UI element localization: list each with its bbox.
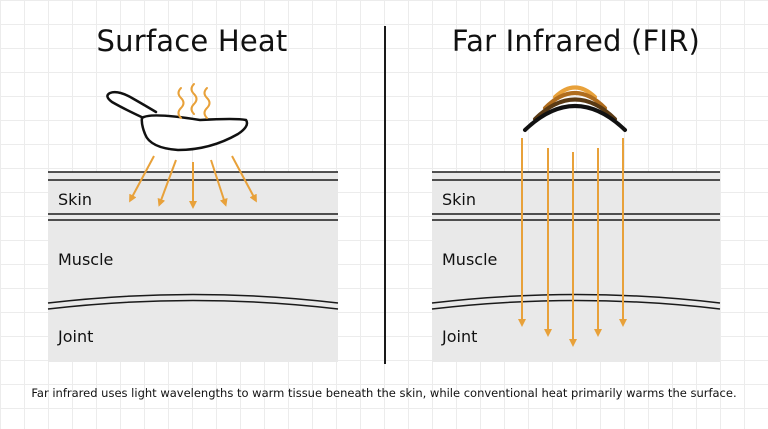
right-tissue-block [432,172,720,362]
right-joint-curve-top [431,293,721,304]
panel-divider [384,26,386,364]
right-joint-curve-bottom [431,299,721,310]
left-joint-curve-top [47,293,339,304]
left-skin-label: Skin [58,190,92,209]
surface-arrow-1 [129,155,155,203]
infrared-wave-icon [523,85,627,132]
right-joint-label: Joint [441,327,477,346]
right-muscle-label: Muscle [442,250,497,269]
left-joint-curve-bottom [47,299,339,310]
surface-arrow-5 [231,155,257,203]
surface-heat-arrows [129,155,257,209]
left-joint-label: Joint [57,327,93,346]
steam-icon [177,83,211,119]
left-muscle-label: Muscle [58,250,113,269]
right-skin-label: Skin [442,190,476,209]
surface-heat-title: Surface Heat [96,24,288,58]
right-tissue-panel: Skin Muscle Joint [431,171,721,362]
heating-iron-icon [106,90,249,152]
surface-arrow-2 [157,159,177,207]
surface-arrow-4 [210,159,228,207]
far-infrared-title: Far Infrared (FIR) [451,24,701,58]
far-infrared-arrows [518,138,627,347]
left-tissue-panel: Skin Muscle Joint [47,171,339,362]
diagram-caption: Far infrared uses light wavelengths to w… [31,386,737,400]
